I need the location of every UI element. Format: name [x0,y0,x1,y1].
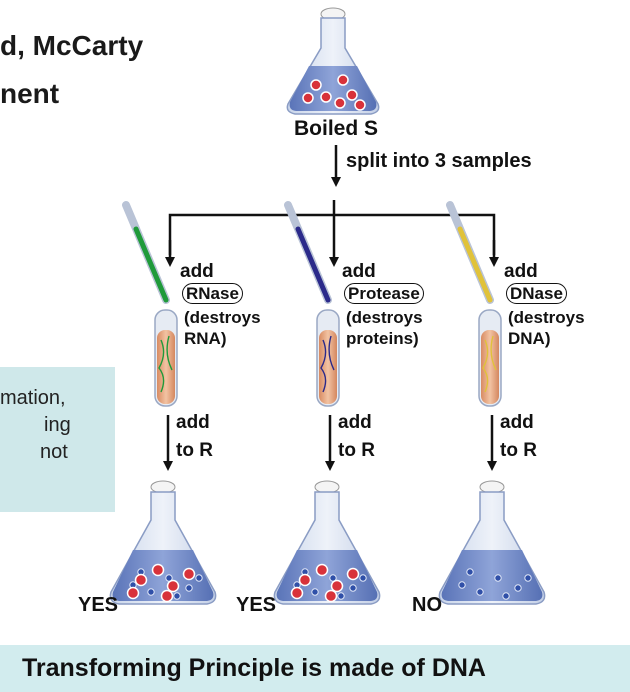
result-flask [438,480,546,605]
callout-line-2: ing [44,414,71,436]
page-title-line-2: nent [0,78,60,109]
r-cell [173,592,181,600]
boiled-s-cells [302,74,366,111]
enzyme-label: DNase [506,283,567,304]
enzyme-effect-line-2: RNA) [184,329,227,348]
r-cell [514,584,522,592]
enzyme-effect-line-2: DNA) [508,329,551,348]
result-label: NO [412,594,442,616]
s-cell [346,567,360,581]
pipette-fluid [457,226,493,303]
r-cell [494,574,502,582]
sample-2 [273,201,381,605]
s-cell [330,579,344,593]
enzyme-effect-line-1: (destroys [508,308,585,327]
page-title-line-1: d, McCarty [0,30,144,61]
enzyme-label: Protease [344,283,424,304]
result-flask [109,480,217,605]
sample-3 [438,201,546,605]
branch-line [168,213,496,255]
step-label-line-2: to R [500,440,537,461]
s-cell [126,586,140,600]
split-label: split into 3 samples [346,150,532,172]
s-cell [182,567,196,581]
s-cell [290,586,304,600]
step-label-line-1: add [500,412,534,433]
r-cell [359,574,367,582]
enzyme-label: RNase [182,283,243,304]
bacteria-cell [354,99,366,111]
step-label-line-2: to R [176,440,213,461]
s-cell [151,563,165,577]
bacteria-cell [310,79,322,91]
pipette-fluid [295,226,331,303]
r-cell [337,592,345,600]
bacteria-cell [346,89,358,101]
s-cell [298,573,312,587]
r-cell [476,588,484,596]
experiment-diagram [109,7,546,605]
tube-liquid [481,330,499,404]
sample-1 [109,201,217,605]
callout-line-1: mation, [0,387,66,409]
r-cell [147,588,155,596]
tube-liquid [319,330,337,404]
tube-strands [158,335,173,393]
bacteria-cell [302,92,314,104]
r-cell [185,584,193,592]
enzyme-effect-line-1: (destroys [346,308,423,327]
bacteria-cell [334,97,346,109]
s-cell [324,589,338,603]
add-enzyme-label: add [342,261,376,282]
tube-strands [482,335,497,393]
r-cell [466,568,474,576]
result-label: YES [236,594,277,616]
r-cell [349,584,357,592]
result-flask [273,480,381,605]
tube-strands [320,335,335,393]
r-cell [524,574,532,582]
add-enzyme-label: add [180,261,214,282]
enzyme-effect-line-1: (destroys [184,308,261,327]
r-cell [195,574,203,582]
boiled-s-flask [286,7,380,115]
s-cell [166,579,180,593]
s-cell [134,573,148,587]
step-label-line-1: add [176,412,210,433]
tube-liquid [157,330,175,404]
callout-line-3: not [40,441,68,463]
r-cell [458,581,466,589]
s-cell [160,589,174,603]
r-cell [502,592,510,600]
pipette-fluid [133,226,169,303]
bacteria-cell [337,74,349,86]
result-label: YES [78,594,119,616]
enzyme-effect-line-2: proteins) [346,329,419,348]
boiled-s-label: Boiled S [294,117,379,140]
conclusion-banner: Transforming Principle is made of DNA [0,645,630,692]
add-enzyme-label: add [504,261,538,282]
s-cell [315,563,329,577]
callout-box: mation, ing not [0,367,115,512]
step-label-line-1: add [338,412,372,433]
step-label-line-2: to R [338,440,375,461]
bacteria-cell [320,91,332,103]
r-cell [311,588,319,596]
